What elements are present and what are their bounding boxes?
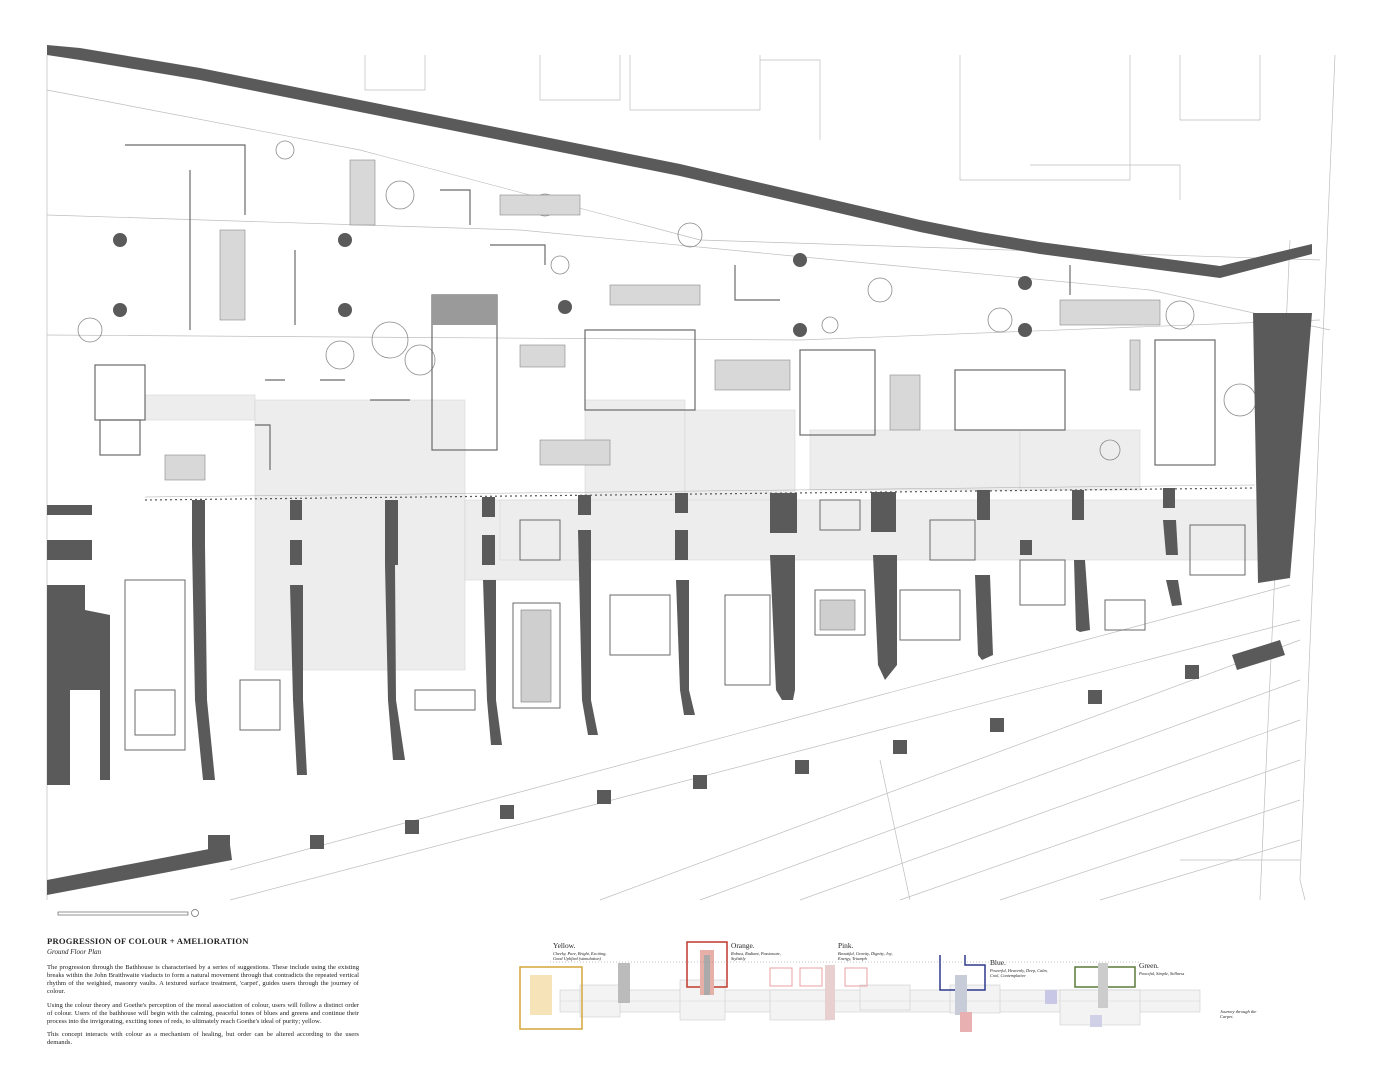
vault-walls (47, 313, 1312, 895)
zone-orange (686, 941, 728, 995)
ground-slabs (520, 599, 856, 703)
colour-journey-diagram (519, 941, 1201, 1032)
zone-sub-pink: Beautiful, Gravity, Dignity, Joy, Energy… (838, 951, 893, 962)
scale-bar (57, 909, 199, 917)
caption-paragraph: This concept interacts with colour as a … (47, 1030, 359, 1046)
zone-sub-yellow: Cheeky, Pure, Bright, Exciting, Good Upl… (553, 951, 607, 962)
zone-label-green: Green. (1139, 961, 1159, 970)
planters (164, 159, 1161, 481)
zone-sub-blue: Powerful, Heavenly, Deep, Calm, Cool, Co… (990, 968, 1048, 979)
zone-label-orange: Orange. (731, 941, 755, 950)
zone-label-yellow: Yellow. (553, 941, 576, 950)
ground-rooms (124, 499, 1246, 751)
axis-lines (144, 484, 1256, 501)
northern-boundary-wall (47, 45, 1312, 278)
zone-pink (769, 965, 868, 1020)
upper-slab (432, 295, 497, 325)
caption-paragraph: The progression through the Bathhouse is… (47, 964, 359, 996)
zone-yellow (519, 963, 630, 1030)
zone-sub-green: Peaceful, Simple, Stillness (1139, 971, 1185, 976)
caption-subtitle: Ground Floor Plan (47, 948, 102, 957)
upper-rooms (94, 144, 1216, 470)
carpet-path (144, 394, 1261, 671)
journey-note: Journey through the Carpet. (1220, 1009, 1257, 1020)
zone-sub-orange: Robust, Radiant, Passionate, Stylishly (731, 951, 781, 962)
zone-label-blue: Blue. (990, 958, 1006, 967)
plan-caption: PROGRESSION OF COLOUR + AMELIORATION Gro… (47, 937, 359, 1052)
dark-dots (113, 233, 1032, 337)
zone-blue (939, 955, 986, 1032)
caption-title: PROGRESSION OF COLOUR + AMELIORATION (47, 936, 249, 946)
zone-label-pink: Pink. (838, 941, 854, 950)
caption-paragraph: Using the colour theory and Goethe's per… (47, 1001, 359, 1025)
zone-green (1045, 963, 1136, 1027)
landscape-trees (77, 140, 1257, 461)
site-context-lines (46, 54, 1336, 901)
